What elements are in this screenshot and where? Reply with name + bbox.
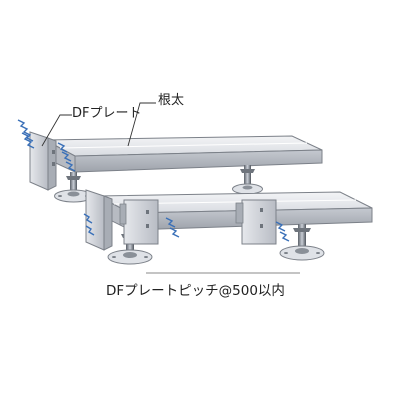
df-plate <box>85 189 113 251</box>
support-pedestal <box>54 172 93 203</box>
leader-line <box>41 114 72 147</box>
df-plate <box>29 131 57 191</box>
df-plate-label: DFプレート <box>72 106 142 121</box>
screw-icon <box>83 213 95 236</box>
df-plate <box>119 199 159 245</box>
support-pedestal <box>232 165 263 195</box>
pitch-note: DFプレートピッチ@500以内 <box>106 283 285 299</box>
leader-line <box>127 102 156 147</box>
joist-upper <box>43 135 323 173</box>
screw-icon <box>61 151 76 172</box>
screw-icon <box>165 217 180 238</box>
joist-label: 根太 <box>158 93 185 108</box>
screw-icon <box>17 119 68 153</box>
support-pedestal <box>279 224 325 261</box>
screw-icon <box>275 221 290 242</box>
df-plate <box>235 199 277 245</box>
